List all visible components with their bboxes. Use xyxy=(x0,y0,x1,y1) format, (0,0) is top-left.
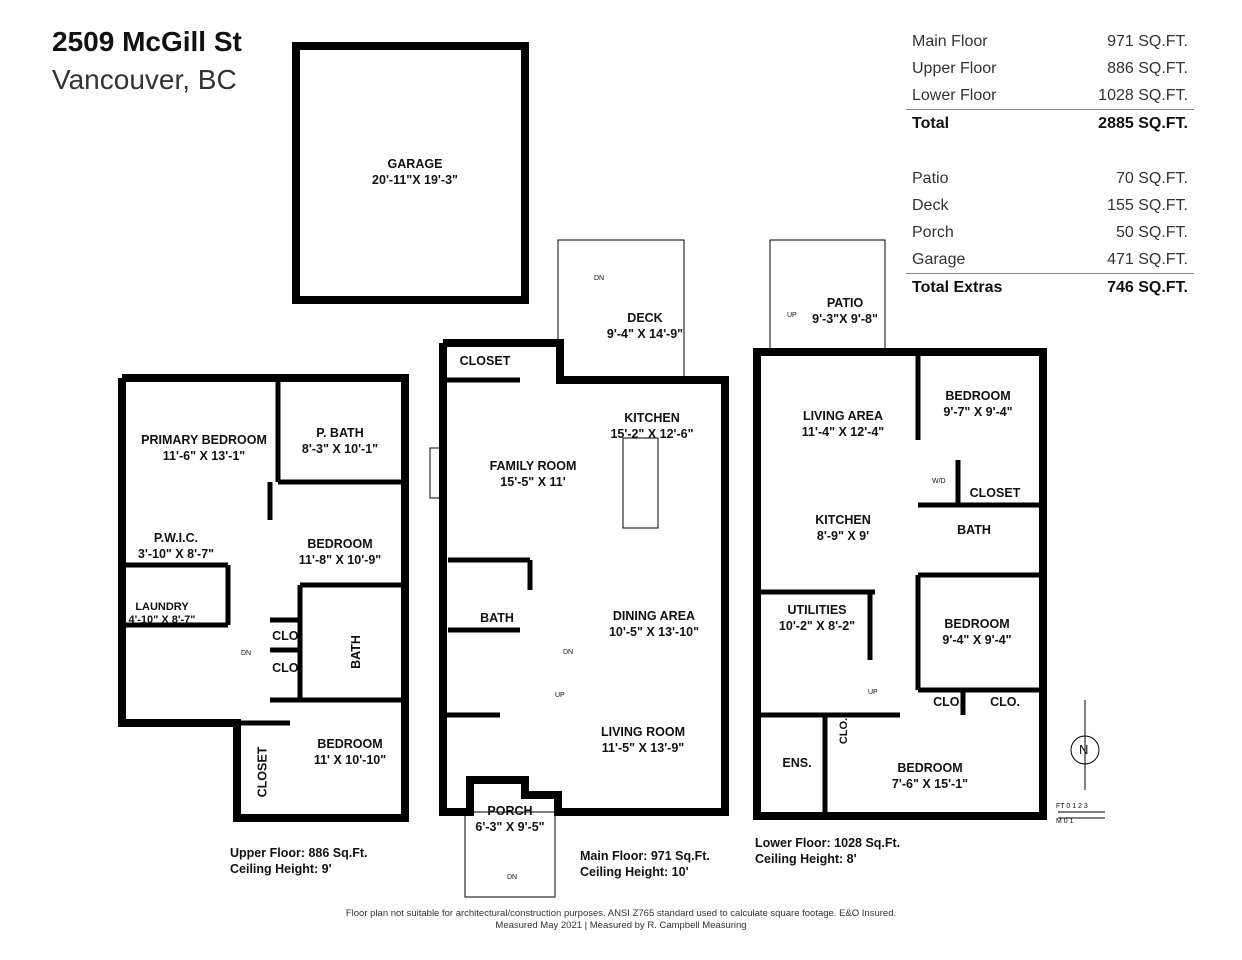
deck-stairs-dn: DN xyxy=(594,275,605,282)
main-stairs-dn: DN xyxy=(563,649,574,656)
compass-north-icon: N xyxy=(1079,742,1089,757)
area-label: Upper Floor xyxy=(912,60,997,77)
area-total-row: Total 2885 SQ.FT. xyxy=(906,109,1194,137)
extra-row: Garage 471 SQ.FT. xyxy=(906,246,1194,273)
extra-label: Garage xyxy=(912,251,966,268)
extras-total-value: 746 SQ.FT. xyxy=(1107,279,1188,296)
extra-row: Porch 50 SQ.FT. xyxy=(906,219,1194,246)
area-label: Main Floor xyxy=(912,33,988,50)
room-upper-clo-2: CLO. xyxy=(272,661,302,675)
main-stairs-up: UP xyxy=(555,692,565,699)
total-label: Total xyxy=(912,115,950,132)
extras-area-table: Patio 70 SQ.FT. Deck 155 SQ.FT. Porch 50 SQ… xyxy=(906,165,1194,301)
extra-row: Deck 155 SQ.FT. xyxy=(906,192,1194,219)
deck-outline xyxy=(557,239,685,381)
room-lower-closet: CLOSET xyxy=(969,486,1021,500)
room-main-closet: CLOSET xyxy=(459,354,511,368)
area-value: 1028 SQ.FT. xyxy=(1098,87,1188,104)
scale-ft: FT 0 1 2 3 xyxy=(1056,803,1088,810)
room-ensuite: ENS. xyxy=(782,756,812,770)
area-label: Lower Floor xyxy=(912,87,997,104)
scale-m: M 0 1 xyxy=(1056,818,1074,825)
area-row: Upper Floor 886 SQ.FT. xyxy=(906,55,1194,82)
porch-outline xyxy=(464,811,556,898)
area-row: Lower Floor 1028 SQ.FT. xyxy=(906,82,1194,109)
address-city: Vancouver, BC xyxy=(52,64,237,95)
extra-value: 70 SQ.FT. xyxy=(1115,170,1188,187)
main-floor-info: Main Floor: 971 Sq.Ft.Ceiling Height: 10… xyxy=(580,849,710,879)
address-street: 2509 McGill St xyxy=(52,26,242,57)
extra-label: Patio xyxy=(912,170,949,187)
garage-walls xyxy=(292,42,529,304)
room-lower-clo-3: CLO. xyxy=(838,717,851,745)
lower-floor-info: Lower Floor: 1028 Sq.Ft.Ceiling Height: … xyxy=(755,836,901,866)
lower-floor-walls xyxy=(753,348,1047,820)
room-lower-clo-2: CLO. xyxy=(990,695,1020,709)
room-upper-clo-1: CLO. xyxy=(272,629,302,643)
floor-area-table: Main Floor 971 SQ.FT. Upper Floor 886 SQ.F… xyxy=(906,28,1194,137)
upper-stairs-dn: DN xyxy=(241,650,252,657)
room-pwic: P.W.I.C.3'-10" X 8'-7" xyxy=(137,531,215,561)
extra-label: Porch xyxy=(912,224,954,241)
extra-value: 155 SQ.FT. xyxy=(1107,197,1188,214)
porch-stairs-dn: DN xyxy=(507,874,518,881)
patio-stairs-up: UP xyxy=(787,312,797,319)
total-value: 2885 SQ.FT. xyxy=(1098,115,1188,132)
extra-value: 471 SQ.FT. xyxy=(1107,251,1188,268)
extras-total-label: Total Extras xyxy=(912,279,1003,296)
room-upper-bath: BATH xyxy=(348,635,363,669)
area-row: Main Floor 971 SQ.FT. xyxy=(906,28,1194,55)
room-lower-clo-1: CLO. xyxy=(933,695,963,709)
washer-dryer: W/D xyxy=(932,478,946,485)
disclaimer-footer: Floor plan not suitable for architectura… xyxy=(345,908,897,931)
area-value: 971 SQ.FT. xyxy=(1107,33,1188,50)
room-upper-closet: CLOSET xyxy=(255,746,270,798)
patio-outline xyxy=(769,239,886,353)
upper-floor-info: Upper Floor: 886 Sq.Ft.Ceiling Height: 9… xyxy=(230,846,368,876)
area-value: 886 SQ.FT. xyxy=(1107,60,1188,77)
room-main-bath: BATH xyxy=(480,611,514,625)
upper-floor-walls xyxy=(118,374,409,822)
lower-stairs-up: UP xyxy=(868,689,878,696)
extra-value: 50 SQ.FT. xyxy=(1115,224,1188,241)
room-lower-bath: BATH xyxy=(957,523,991,537)
extra-row: Patio 70 SQ.FT. xyxy=(906,165,1194,192)
extra-label: Deck xyxy=(912,197,949,214)
extras-total-row: Total Extras 746 SQ.FT. xyxy=(906,273,1194,301)
